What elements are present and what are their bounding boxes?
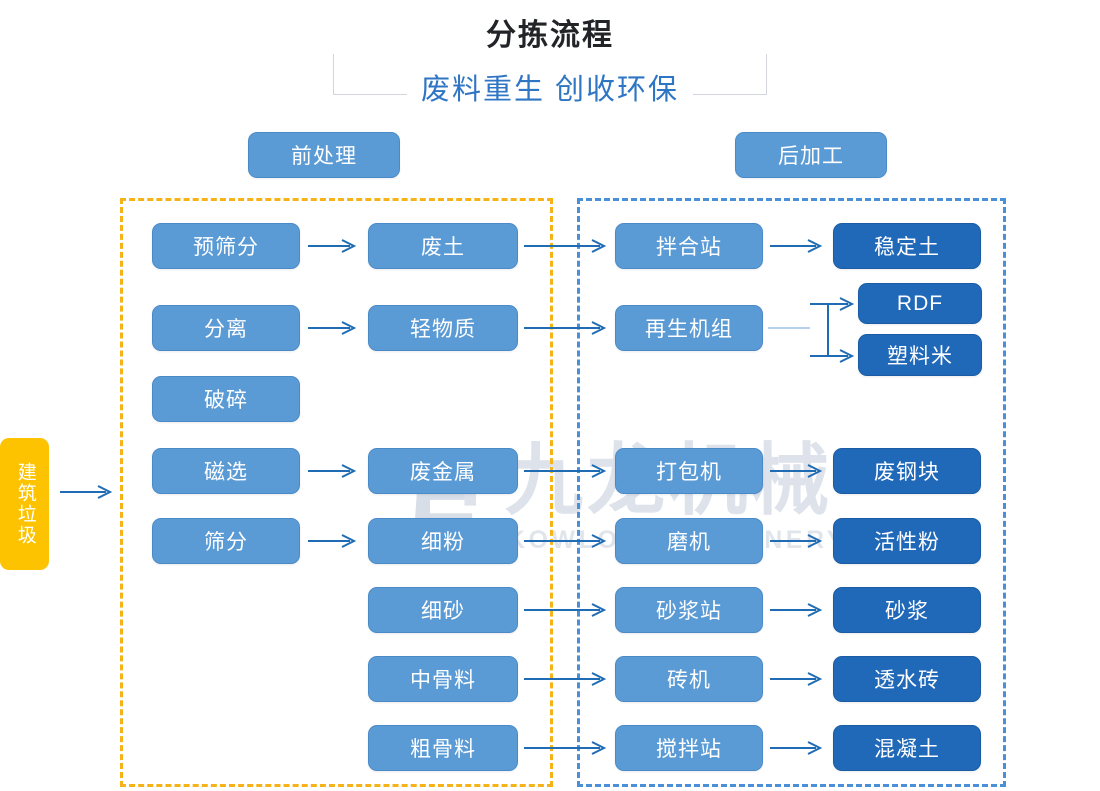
node-magnetic-separation[interactable]: 磁选 xyxy=(152,448,300,494)
zone-pre-processing xyxy=(120,198,553,787)
page-subtitle-text: 废料重生 创收环保 xyxy=(406,74,694,106)
node-screening[interactable]: 筛分 xyxy=(152,518,300,564)
node-pre-screening[interactable]: 预筛分 xyxy=(152,223,300,269)
node-recycling-unit[interactable]: 再生机组 xyxy=(615,305,763,351)
node-separation[interactable]: 分离 xyxy=(152,305,300,351)
node-medium-aggregate[interactable]: 中骨料 xyxy=(368,656,518,702)
arrow-coarse-aggregate-to-batching-station xyxy=(524,741,607,755)
node-concrete-batching-station[interactable]: 搅拌站 xyxy=(615,725,763,771)
arrow-baler-to-scrap-steel-block xyxy=(770,464,823,478)
node-mortar[interactable]: 砂浆 xyxy=(833,587,981,633)
node-brick-machine[interactable]: 砖机 xyxy=(615,656,763,702)
arrow-fine-sand-to-mortar-station xyxy=(524,603,607,617)
node-active-powder[interactable]: 活性粉 xyxy=(833,518,981,564)
input-construction-waste: 建筑垃圾 xyxy=(0,438,49,570)
node-mortar-station[interactable]: 砂浆站 xyxy=(615,587,763,633)
arrow-separation-to-light-material xyxy=(308,321,357,335)
arrow-scrap-metal-to-baler xyxy=(524,464,607,478)
stage-pill-pre[interactable]: 前处理 xyxy=(248,132,400,178)
arrow-grinding-mill-to-active-powder xyxy=(770,534,823,548)
node-concrete[interactable]: 混凝土 xyxy=(833,725,981,771)
node-light-material[interactable]: 轻物质 xyxy=(368,305,518,351)
node-crushing[interactable]: 破碎 xyxy=(152,376,300,422)
stage-pill-post[interactable]: 后加工 xyxy=(735,132,887,178)
branch-recycling-unit-to-products xyxy=(768,297,855,363)
node-scrap-metal[interactable]: 废金属 xyxy=(368,448,518,494)
arrow-screening-to-fine-powder xyxy=(308,534,357,548)
arrow-light-material-to-recycling-unit xyxy=(524,321,607,335)
arrow-mortar-station-to-mortar xyxy=(770,603,823,617)
arrow-medium-aggregate-to-brick-machine xyxy=(524,672,607,686)
node-fine-powder[interactable]: 细粉 xyxy=(368,518,518,564)
page-title-text: 分拣流程 xyxy=(470,19,630,52)
node-waste-soil[interactable]: 废土 xyxy=(368,223,518,269)
arrow-pre-screening-to-waste-soil xyxy=(308,239,357,253)
node-permeable-brick[interactable]: 透水砖 xyxy=(833,656,981,702)
zone-post-processing xyxy=(577,198,1006,787)
node-baler[interactable]: 打包机 xyxy=(615,448,763,494)
node-mixing-station[interactable]: 拌合站 xyxy=(615,223,763,269)
arrow-fine-powder-to-grinding-mill xyxy=(524,534,607,548)
node-coarse-aggregate[interactable]: 粗骨料 xyxy=(368,725,518,771)
arrow-waste-soil-to-mixing-station xyxy=(524,239,607,253)
node-fine-sand[interactable]: 细砂 xyxy=(368,587,518,633)
arrow-brick-machine-to-permeable-brick xyxy=(770,672,823,686)
node-rdf[interactable]: RDF xyxy=(858,283,982,324)
arrow-mixing-station-to-stabilized-soil xyxy=(770,239,823,253)
page-subtitle: 废料重生 创收环保 xyxy=(0,66,1100,108)
node-stabilized-soil[interactable]: 稳定土 xyxy=(833,223,981,269)
arrow-input-to-pre xyxy=(60,485,113,499)
page-title: 分拣流程 xyxy=(0,10,1100,54)
arrow-batching-station-to-concrete xyxy=(770,741,823,755)
arrow-magnetic-separation-to-scrap-metal xyxy=(308,464,357,478)
node-grinding-mill[interactable]: 磨机 xyxy=(615,518,763,564)
node-scrap-steel-block[interactable]: 废钢块 xyxy=(833,448,981,494)
node-plastic-pellet[interactable]: 塑料米 xyxy=(858,334,982,376)
